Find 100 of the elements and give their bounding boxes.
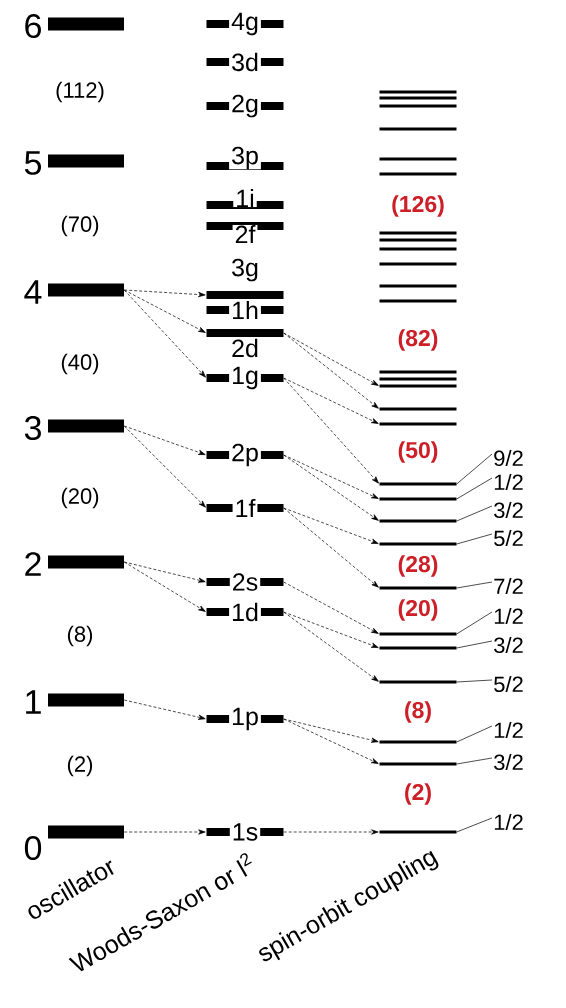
spin-label: 1/2	[494, 721, 523, 739]
leader-line	[456, 453, 493, 485]
spin-label: 1/2	[494, 813, 523, 831]
energy-level: 2g	[206, 94, 284, 118]
node-label: 4g	[231, 12, 258, 36]
degeneracy-label: (40)	[61, 353, 99, 375]
energy-level	[379, 90, 457, 94]
spin-label: 1/2	[494, 473, 523, 491]
energy-level: 1s	[206, 823, 284, 841]
degeneracy-label: (20)	[61, 487, 99, 509]
arrow	[283, 718, 379, 743]
node-label: 3p	[232, 146, 258, 170]
spin-label: 3/2	[494, 501, 523, 519]
arrow	[123, 289, 206, 378]
energy-level: 1i	[206, 188, 284, 209]
energy-level: 1d	[206, 602, 284, 622]
magic-number: (2)	[405, 783, 431, 805]
arrow	[283, 718, 379, 764]
energy-level	[379, 104, 457, 108]
magic-number: (20)	[398, 599, 438, 621]
degeneracy-label: (70)	[61, 215, 99, 237]
node-label: 2p	[232, 443, 258, 467]
leader-line	[456, 725, 493, 743]
magic-number: (50)	[398, 441, 438, 463]
energy-level: 3d	[206, 52, 284, 72]
leader-line	[456, 533, 493, 545]
spin-label: 3/2	[494, 636, 523, 654]
degeneracy-label: (8)	[67, 625, 93, 647]
energy-level	[379, 172, 457, 176]
energy-level	[379, 157, 457, 161]
arrow	[283, 332, 379, 409]
energy-level: 2s	[206, 573, 284, 591]
level-number: 6	[25, 13, 41, 39]
leader-line	[456, 640, 493, 649]
node-label: 3g	[232, 258, 258, 282]
energy-level	[379, 247, 457, 251]
magic-number: (126)	[392, 195, 444, 217]
level-number: 5	[24, 151, 42, 175]
arrow	[283, 581, 379, 634]
energy-level	[379, 127, 457, 131]
energy-level: 1g	[206, 366, 284, 390]
energy-level: 2p	[206, 443, 284, 467]
node-label: 1p	[233, 707, 258, 731]
energy-level	[379, 96, 457, 100]
node-label: 1g	[233, 366, 258, 390]
arrow	[123, 561, 206, 612]
arrow	[123, 829, 206, 835]
energy-level: 1h	[206, 300, 284, 320]
magic-number: (28)	[398, 555, 438, 577]
degeneracy-label: (112)	[56, 81, 104, 103]
energy-level: 1f	[206, 498, 284, 518]
node-label: 2g	[232, 94, 258, 118]
level-number: 1	[26, 690, 41, 714]
arrow	[283, 507, 379, 588]
arrow	[283, 611, 379, 682]
leader-line	[456, 477, 493, 500]
level-number: 2	[25, 552, 41, 576]
arrow	[123, 289, 206, 333]
energy-level: 2f	[206, 222, 284, 244]
energy-level: 2d	[206, 329, 284, 358]
energy-level: 1p	[206, 707, 284, 731]
energy-level	[379, 231, 457, 235]
spin-label: 5/2	[494, 675, 523, 693]
leader-line	[456, 505, 493, 522]
degeneracy-label: (2)	[67, 755, 93, 777]
energy-level	[379, 370, 457, 374]
spin-label: 3/2	[494, 753, 523, 771]
leader-line	[456, 817, 493, 833]
arrow	[283, 332, 379, 386]
spin-label: 1/2	[494, 607, 523, 625]
energy-level	[379, 299, 457, 303]
leader-line	[456, 611, 493, 635]
energy-level: 3p	[206, 146, 284, 170]
magic-number: (8)	[405, 701, 431, 723]
arrow	[123, 425, 206, 508]
energy-level	[379, 284, 457, 288]
arrow	[283, 611, 379, 648]
spin-label: 9/2	[494, 449, 523, 467]
spin-label: 7/2	[494, 577, 523, 595]
arrow	[123, 425, 206, 455]
energy-level: 3g	[206, 258, 284, 299]
level-number: 0	[24, 835, 42, 861]
arrow	[123, 561, 206, 583]
arrow	[283, 454, 379, 521]
node-label: 2d	[232, 338, 258, 358]
energy-level: 4g	[206, 12, 284, 36]
leader-line	[456, 581, 493, 589]
arrow	[283, 507, 379, 544]
leader-line	[456, 757, 493, 765]
arrow	[283, 829, 379, 835]
arrow	[123, 699, 206, 720]
arrow	[283, 377, 379, 424]
energy-level	[379, 238, 457, 242]
level-number: 3	[24, 415, 41, 441]
arrow	[123, 289, 206, 298]
level-number: 4	[24, 280, 42, 304]
energy-level	[379, 262, 457, 266]
spin-label: 5/2	[494, 529, 523, 547]
arrow	[283, 377, 379, 484]
magic-number: (82)	[398, 329, 438, 351]
